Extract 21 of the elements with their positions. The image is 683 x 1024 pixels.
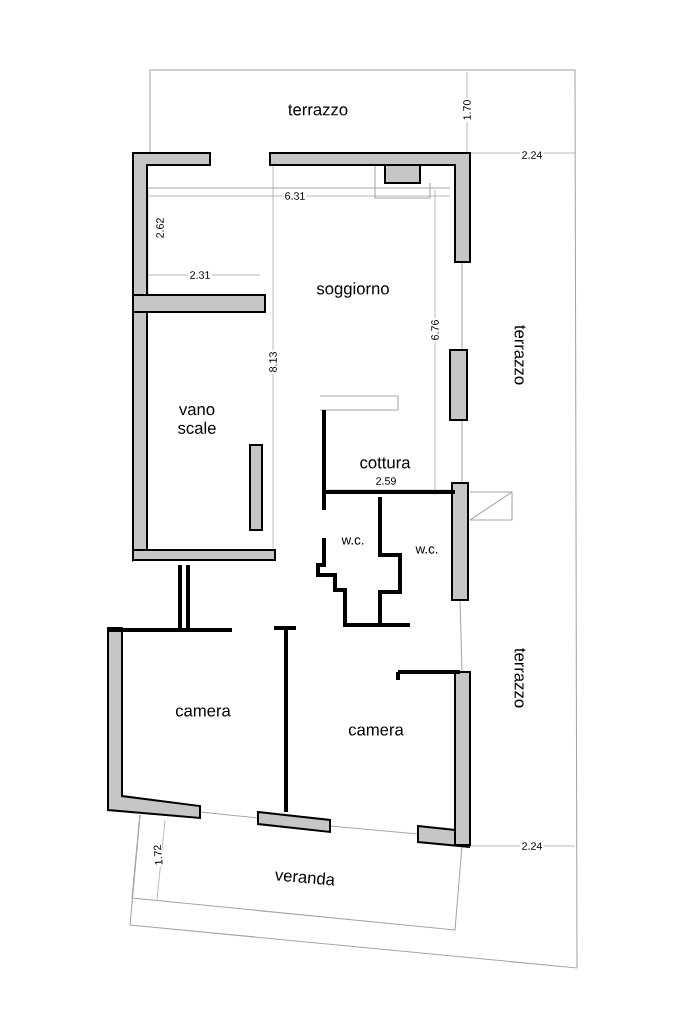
room-label: camera xyxy=(175,707,231,717)
dimension-label: 2.62 xyxy=(154,216,166,240)
room-label: camera xyxy=(348,726,404,736)
dimension-label: 2.24 xyxy=(520,149,544,161)
room-label: soggiorno xyxy=(316,282,389,298)
dimension-label: 2.31 xyxy=(188,269,212,281)
room-label: cottura xyxy=(360,457,411,469)
room-label: terrazzo xyxy=(288,104,348,116)
dimension-label: 2.24 xyxy=(520,840,544,852)
room-label: terrazzo xyxy=(514,325,526,385)
dimension-label: 6.31 xyxy=(283,190,307,202)
dimension-label: 1.70 xyxy=(461,98,473,122)
room-label: vano scale xyxy=(178,406,216,434)
dimension-label: 2.59 xyxy=(374,475,398,487)
room-label: w.c. xyxy=(341,537,364,545)
dimension-label: 6.76 xyxy=(429,318,441,342)
room-label: w.c. xyxy=(415,546,438,554)
dimension-label: 8.13 xyxy=(267,350,279,374)
room-label: terrazzo xyxy=(514,648,526,708)
room-label: veranda xyxy=(275,871,335,886)
dimension-label: 1.72 xyxy=(151,842,165,868)
